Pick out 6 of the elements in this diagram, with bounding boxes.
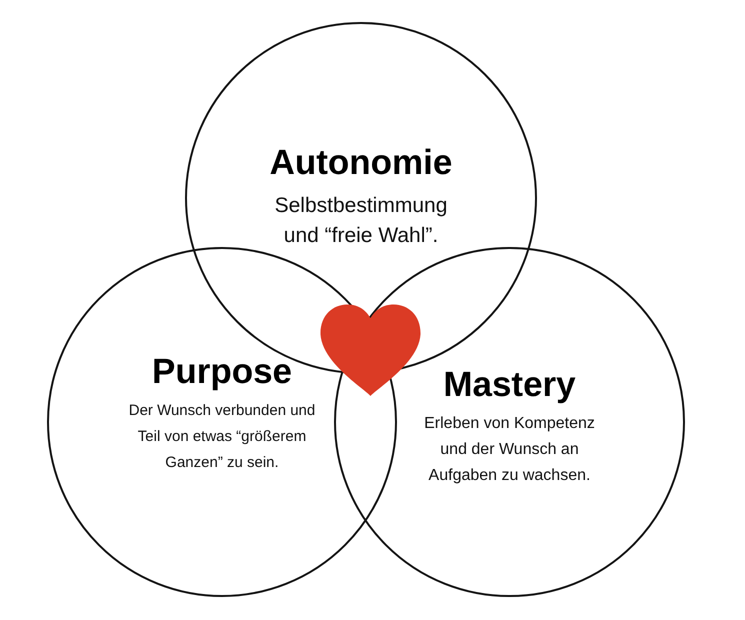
circle-heading: Purpose <box>152 352 292 392</box>
circle-description: Der Wunsch verbunden und Teil von etwas “größerem Ganzen” zu sein. <box>128 401 316 473</box>
circle-description: Selbstbestimmung und “freie Wahl”. <box>274 193 448 249</box>
circle-heading: Mastery <box>443 365 576 405</box>
circle-heading: Autonomie <box>270 143 452 183</box>
circle-description: Erleben von Kompetenz und der Wunsch an Aufgaben zu wachsen. <box>423 414 596 486</box>
